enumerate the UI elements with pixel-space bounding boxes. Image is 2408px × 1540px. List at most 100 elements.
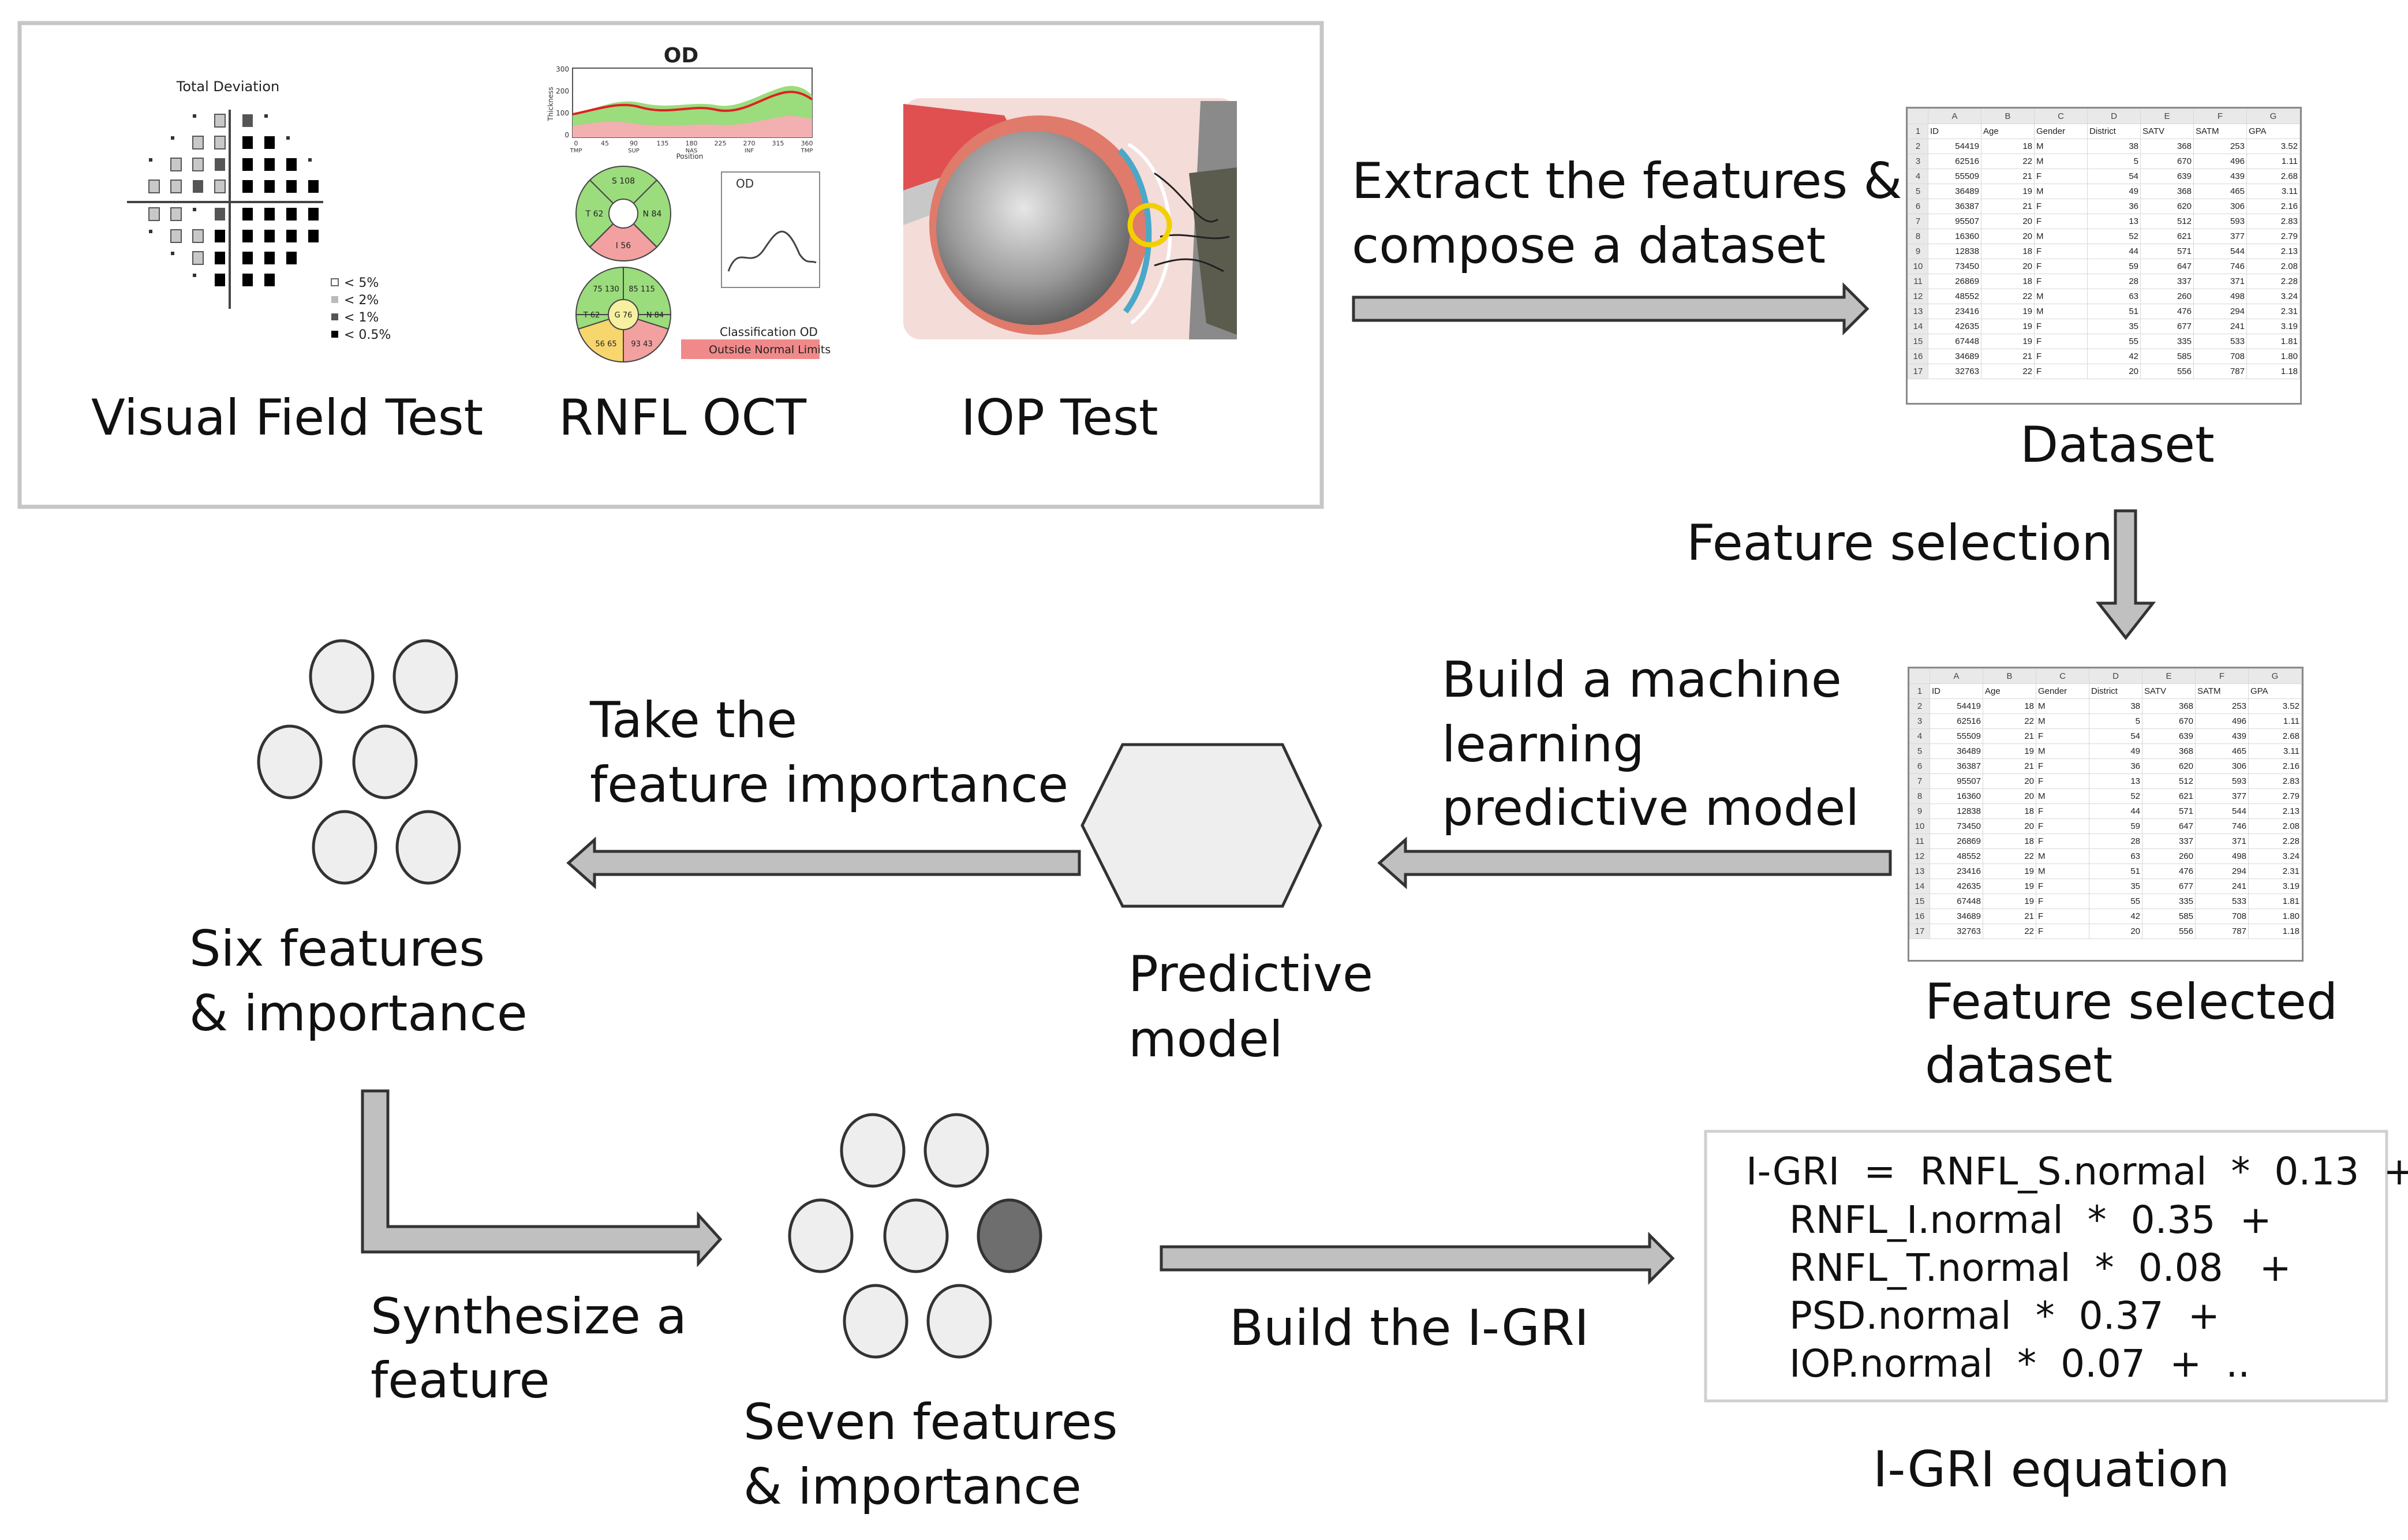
table-cell: 35 [2089,879,2142,894]
build-model-line3: predictive model [1442,779,1860,837]
visual-field-cell [171,136,174,140]
table-cell: 32763 [1928,364,1981,379]
rnfl-wheel-bottom [575,267,671,363]
table-cell: 2.68 [2246,169,2300,184]
table-cell: 20 [1981,214,2035,229]
table-cell: 465 [2193,184,2247,199]
rnfl-x-tick: 315 [772,140,784,147]
table-cell: 67448 [1930,894,1983,909]
table-cell: 533 [2195,894,2249,909]
visual-field-cell [214,180,226,193]
table-cell: 44 [2089,803,2142,819]
row-number: 6 [1908,199,1928,214]
table-cell: 620 [2142,758,2196,774]
feature-circle [395,810,461,885]
table-cell: 5 [2087,154,2141,169]
rnfl-wheel-value: 85 115 [629,285,655,294]
column-letter: C [2036,668,2089,684]
equation-line-5: IOP.normal * 0.07 + .. [1789,1341,2250,1386]
table-cell: M [2036,743,2089,759]
row-number: 7 [1909,773,1930,789]
table-cell: 556 [2142,924,2196,939]
table-cell: 22 [1981,289,2035,304]
table-cell: 62516 [1930,713,1983,729]
rnfl-wheel-value: T 62 [583,311,600,320]
table-cell: 368 [2142,698,2196,714]
table-cell: 585 [2142,909,2196,924]
table-cell: 48552 [1930,849,1983,864]
arrow-synthesize-feature [361,1089,723,1268]
table-cell: 63 [2087,289,2141,304]
table-cell: 18 [1981,139,2035,154]
table-cell: 2.16 [2248,758,2302,774]
rnfl-x-tick: 225 [715,140,727,147]
iop-eye-illustration [903,98,1237,339]
arrow-build-model [1377,836,1892,889]
table-cell: 3.24 [2248,849,2302,864]
rnfl-wheel-value: S 108 [612,177,635,186]
table-cell: 18 [1981,244,2035,259]
visual-field-cell [215,230,225,242]
row-number: 9 [1908,244,1928,259]
visual-field-cell [193,114,196,118]
seven-features-cluster [788,1113,1042,1359]
table-cell: 42635 [1930,879,1983,894]
table-cell: 20 [1981,229,2035,244]
table-cell: 335 [2142,894,2196,909]
table-cell: 59 [2087,259,2141,274]
row-number: 7 [1908,214,1928,229]
table-cell: 512 [2142,773,2196,789]
visual-field-cell [308,208,319,220]
table-cell: 36489 [1930,743,1983,759]
table-cell: 593 [2195,773,2249,789]
visual-field-cell [264,230,275,242]
visual-field-cell [170,207,182,221]
table-cell: 476 [2142,864,2196,879]
visual-field-cell [193,274,196,277]
row-number: 11 [1909,833,1930,849]
table-cell: F [2036,909,2089,924]
visual-field-cell [286,136,290,140]
seven-features-line1: Seven features [743,1393,1118,1451]
table-cell: 1.18 [2246,364,2300,379]
table-cell: F [2036,833,2089,849]
table-cell: 21 [1983,758,2036,774]
table-cell: 22 [1981,364,2035,379]
build-model-line2: learning [1442,716,1644,773]
visual-field-cell [308,158,312,162]
table-cell: F [2036,803,2089,819]
feature-circle [312,810,377,885]
column-letter: B [1981,109,2035,124]
table-cell: 18 [1983,698,2036,714]
predictive-model-line1: Predictive [1128,945,1373,1003]
table-cell: 3.52 [2248,698,2302,714]
table-cell: 1.11 [2248,713,2302,729]
table-cell: F [2036,924,2089,939]
table-cell: SATV [2140,124,2194,139]
equation-line-1: I-GRI = RNFL_S.normal * 0.13 + [1746,1149,2408,1194]
rnfl-y-tick: 200 [556,87,569,95]
row-number: 15 [1908,334,1928,349]
table-cell: F [2034,214,2088,229]
row-number: 5 [1908,184,1928,199]
table-cell: 22 [1983,924,2036,939]
feature-circle [926,1284,992,1359]
table-cell: 22 [1983,849,2036,864]
column-letter: A [1928,109,1981,124]
rnfl-small-chart [721,171,820,288]
table-cell: M [2036,698,2089,714]
table-cell: 2.31 [2246,304,2300,319]
table-cell: District [2089,683,2142,699]
row-number: 14 [1908,319,1928,334]
table-cell: 22 [1983,713,2036,729]
